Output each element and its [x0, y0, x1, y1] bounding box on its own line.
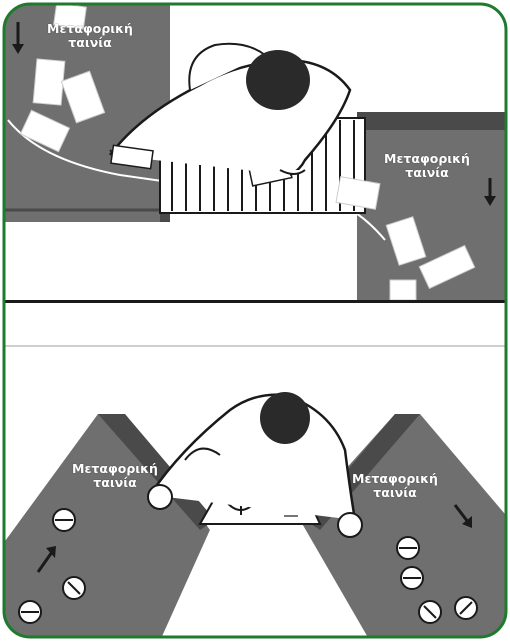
conveyor-label-line1: Μεταφορική: [30, 22, 150, 36]
conveyor-label-line2: ταινία: [367, 166, 487, 180]
conveyor-label-bottom-left: Μεταφορική ταινία: [55, 462, 175, 491]
conveyor-label-line2: ταινία: [335, 486, 455, 500]
conveyor-label-line1: Μεταφορική: [335, 472, 455, 486]
conveyor-label-line1: Μεταφορική: [367, 152, 487, 166]
panel-divider: [0, 300, 510, 303]
bottom-panel: [0, 392, 510, 641]
conveyor-label-line2: ταινία: [30, 36, 150, 50]
conveyor-label-bottom-right: Μεταφορική ταινία: [335, 472, 455, 501]
conveyor-label-line1: Μεταφορική: [55, 462, 175, 476]
conveyor-label-top-right: Μεταφορική ταινία: [367, 152, 487, 181]
conveyor-label-line2: ταινία: [55, 476, 175, 490]
conveyor-label-top-left: Μεταφορική ταινία: [30, 22, 150, 51]
